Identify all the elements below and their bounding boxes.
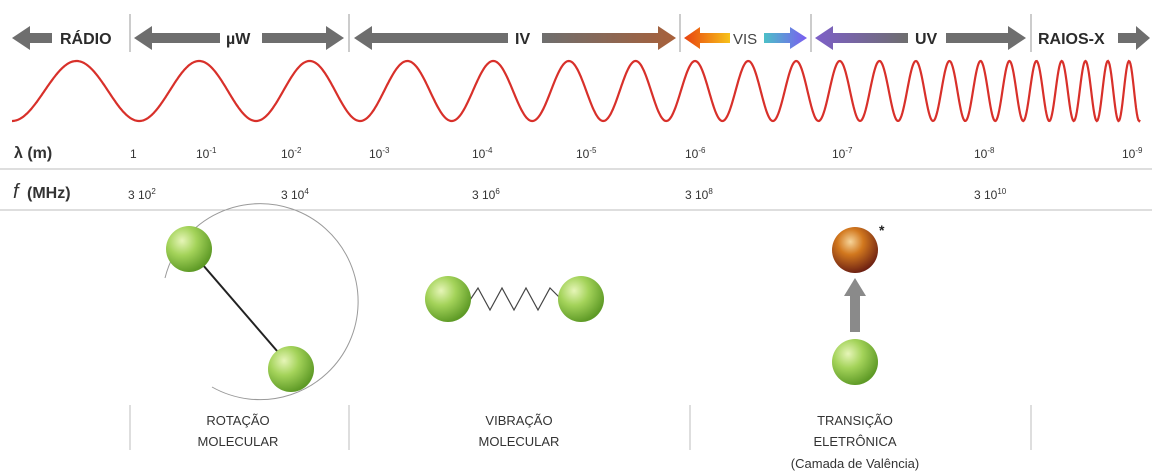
caption-line: TRANSIÇÃO bbox=[817, 413, 893, 428]
bond-line bbox=[189, 249, 291, 367]
band-separators bbox=[129, 14, 1032, 52]
caption-rotation: ROTAÇÃO MOLECULAR bbox=[198, 413, 279, 449]
band-uv: UV bbox=[815, 26, 1026, 50]
wavelength-tick: 10-3 bbox=[369, 146, 390, 161]
wavelength-tick: 10-8 bbox=[974, 146, 995, 161]
wavelength-tick: 10-5 bbox=[576, 146, 597, 161]
frequency-tick: 3 106 bbox=[472, 187, 500, 202]
frequency-row: f (MHz) 3 102 3 104 3 106 3 108 3 1010 bbox=[13, 181, 1007, 203]
wavelength-tick: 10-4 bbox=[472, 146, 493, 161]
arrow-left-icon bbox=[134, 26, 220, 50]
band-uv-label: UV bbox=[915, 31, 938, 48]
band-visible: VIS bbox=[684, 27, 807, 49]
arrow-left-icon bbox=[684, 27, 730, 49]
arrow-right-icon bbox=[1118, 26, 1150, 50]
caption-vibration: VIBRAÇÃO MOLECULAR bbox=[479, 413, 560, 449]
atom-sphere bbox=[268, 346, 314, 392]
arrow-up-icon bbox=[844, 278, 866, 332]
band-xray-label: RAIOS-X bbox=[1038, 31, 1105, 48]
band-microwave-label: µW bbox=[226, 31, 251, 48]
frequency-tick: 3 102 bbox=[128, 187, 156, 202]
caption-line: ROTAÇÃO bbox=[206, 413, 269, 428]
arrow-right-icon bbox=[764, 27, 807, 49]
band-ir: IV bbox=[354, 26, 676, 50]
caption-line: VIBRAÇÃO bbox=[485, 413, 552, 428]
wavelength-ticks: 1 10-1 10-2 10-3 10-4 10-5 10-6 10-7 10-8 10-9 bbox=[130, 146, 1143, 161]
band-ir-label: IV bbox=[515, 31, 530, 48]
caption-line: ELETRÔNICA bbox=[813, 434, 896, 449]
electronic-transition: * bbox=[832, 222, 885, 385]
arrow-left-icon bbox=[354, 26, 508, 50]
arrow-left-icon bbox=[815, 26, 908, 50]
atom-sphere bbox=[832, 339, 878, 385]
frequency-label: (MHz) bbox=[27, 185, 71, 202]
arrow-right-icon bbox=[946, 26, 1026, 50]
wavelength-tick: 10-7 bbox=[832, 146, 853, 161]
caption-line: MOLECULAR bbox=[479, 434, 560, 449]
rotation-molecule bbox=[164, 203, 359, 401]
caption-line: (Camada de Valência) bbox=[791, 456, 919, 471]
wavelength-tick: 1 bbox=[130, 147, 137, 161]
band-visible-label: VIS bbox=[733, 31, 757, 48]
spring-bond bbox=[469, 286, 563, 312]
arrow-right-icon bbox=[542, 26, 676, 50]
band-radio: RÁDIO bbox=[12, 26, 112, 50]
frequency-tick: 3 108 bbox=[685, 187, 713, 202]
band-xray: RAIOS-X bbox=[1038, 26, 1150, 50]
wavelength-label: λ (m) bbox=[14, 145, 52, 162]
electromagnetic-wave bbox=[12, 59, 1141, 123]
wavelength-tick: 10-2 bbox=[281, 146, 302, 161]
atom-sphere bbox=[425, 276, 471, 322]
frequency-ticks: 3 102 3 104 3 106 3 108 3 1010 bbox=[128, 187, 1007, 202]
frequency-tick: 3 1010 bbox=[974, 187, 1007, 202]
wavelength-tick: 10-1 bbox=[196, 146, 217, 161]
rotation-arc bbox=[164, 203, 359, 401]
band-radio-label: RÁDIO bbox=[60, 29, 112, 48]
excited-marker: * bbox=[879, 222, 885, 238]
band-microwave: µW bbox=[134, 26, 344, 50]
vibration-molecule bbox=[425, 276, 604, 322]
caption-separators bbox=[129, 405, 1032, 450]
wavelength-tick: 10-9 bbox=[1122, 146, 1143, 161]
caption-line: MOLECULAR bbox=[198, 434, 279, 449]
arrow-right-icon bbox=[262, 26, 344, 50]
frequency-tick: 3 104 bbox=[281, 187, 309, 202]
atom-sphere bbox=[558, 276, 604, 322]
arrow-left-icon bbox=[12, 26, 52, 50]
excited-atom-sphere bbox=[832, 227, 878, 273]
atom-sphere bbox=[166, 226, 212, 272]
frequency-symbol: f bbox=[13, 181, 21, 203]
caption-transition: TRANSIÇÃO ELETRÔNICA (Camada de Valência… bbox=[791, 413, 919, 471]
wavelength-tick: 10-6 bbox=[685, 146, 706, 161]
